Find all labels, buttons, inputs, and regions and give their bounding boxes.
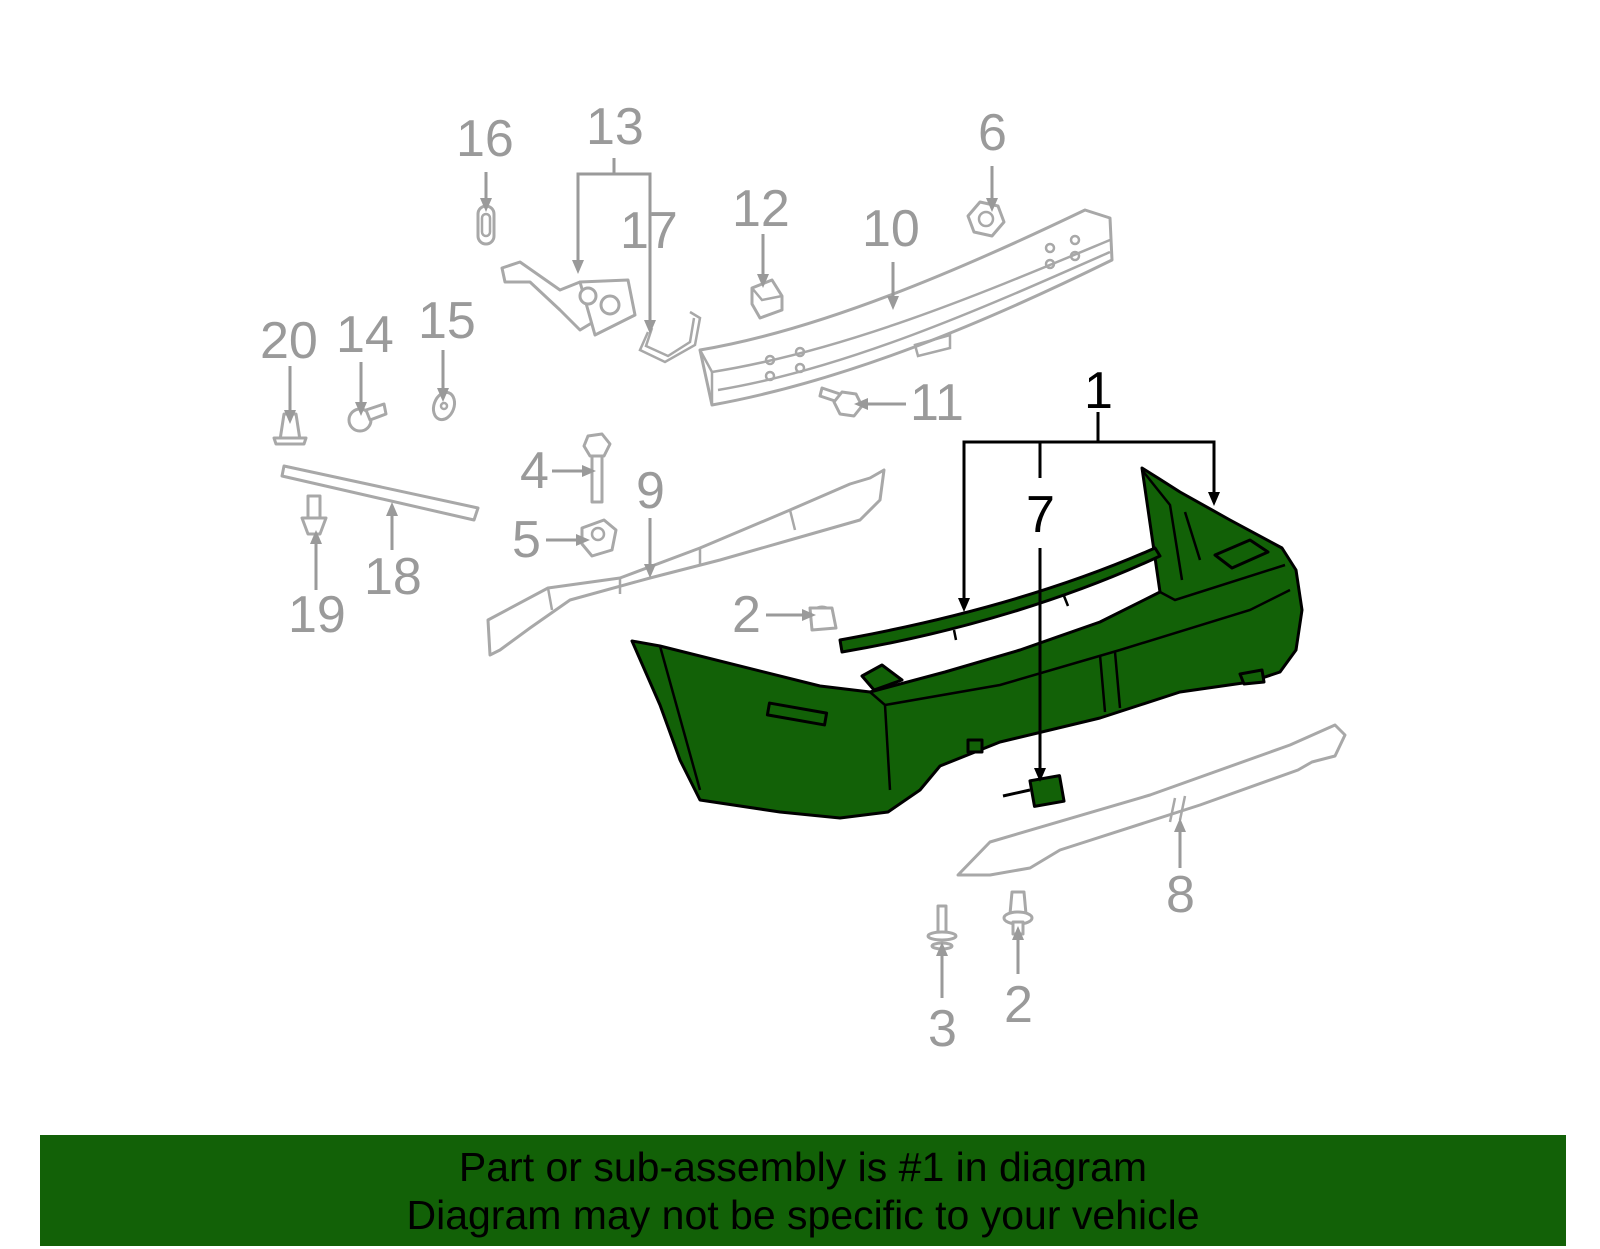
callout-6: 6 bbox=[978, 104, 1007, 162]
arrowheads-black bbox=[958, 492, 1220, 782]
callout-14: 14 bbox=[336, 306, 394, 364]
callout-12: 12 bbox=[732, 180, 790, 238]
leader-lines-gray bbox=[288, 158, 1182, 998]
part-13-bracket bbox=[500, 260, 637, 337]
part-17-wire-bracket bbox=[638, 310, 702, 364]
arrowheads-gray bbox=[284, 198, 1186, 956]
leader-lines-black bbox=[962, 412, 1216, 770]
part-7-cap bbox=[1002, 774, 1066, 808]
part-18-strip bbox=[280, 464, 480, 522]
callout-18: 18 bbox=[364, 548, 422, 606]
callout-2-upper: 2 bbox=[732, 586, 761, 644]
callout-9: 9 bbox=[636, 462, 665, 520]
callout-17: 17 bbox=[620, 202, 678, 260]
callout-2-lower: 2 bbox=[1004, 976, 1033, 1034]
footer-line-1: Part or sub-assembly is #1 in diagram bbox=[458, 1144, 1148, 1190]
part-12-clip bbox=[750, 278, 784, 320]
callout-3: 3 bbox=[928, 1000, 957, 1058]
part-8-valance bbox=[956, 723, 1347, 877]
callout-13: 13 bbox=[586, 98, 644, 156]
part-9-absorber bbox=[486, 468, 886, 657]
part-1-bumper-cover bbox=[630, 466, 1304, 820]
callout-7: 7 bbox=[1026, 486, 1055, 544]
part-11-bolt bbox=[818, 386, 864, 418]
part-1-upper-strip bbox=[838, 546, 1162, 654]
part-2-clip-upper bbox=[808, 605, 838, 632]
part-14-push-pin bbox=[347, 402, 388, 433]
part-15-washer bbox=[431, 390, 457, 422]
callout-20: 20 bbox=[260, 312, 318, 370]
callout-4: 4 bbox=[520, 442, 549, 500]
callout-labels: 1 7 16 13 17 6 12 10 11 20 14 15 4 9 5 1… bbox=[260, 98, 1195, 1058]
callout-19: 19 bbox=[288, 586, 346, 644]
part-6-nut bbox=[966, 200, 1006, 238]
callout-5: 5 bbox=[512, 511, 541, 569]
callout-10: 10 bbox=[862, 200, 920, 258]
callout-1: 1 bbox=[1084, 362, 1113, 420]
callout-15: 15 bbox=[418, 292, 476, 350]
footer-banner: Part or sub-assembly is #1 in diagram Di… bbox=[40, 1135, 1566, 1246]
part-10-impact-bar bbox=[698, 208, 1114, 407]
part-4-bolt bbox=[582, 432, 612, 504]
footer-line-2: Diagram may not be specific to your vehi… bbox=[406, 1192, 1200, 1238]
callout-11: 11 bbox=[910, 374, 964, 432]
callout-16: 16 bbox=[456, 110, 514, 168]
part-19-screw bbox=[300, 494, 328, 536]
part-5-nut-clip bbox=[580, 518, 618, 558]
callout-8: 8 bbox=[1166, 866, 1195, 924]
